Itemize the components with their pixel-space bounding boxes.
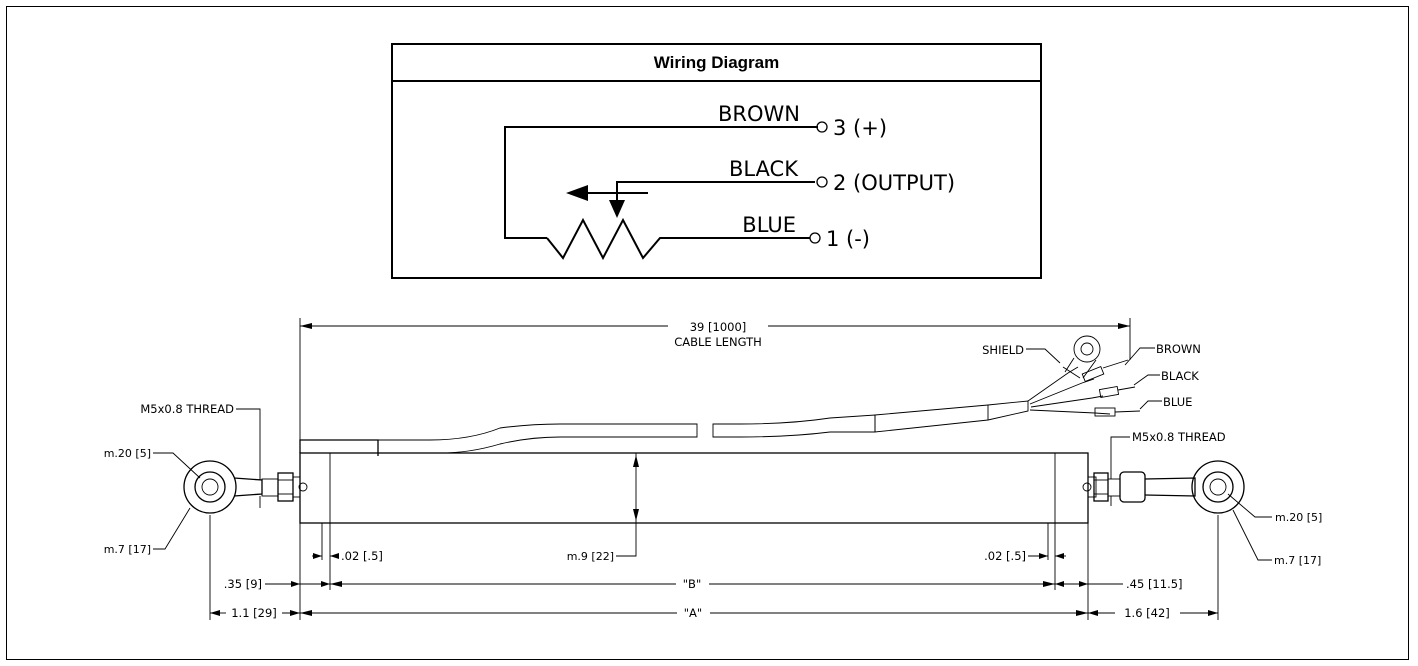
wiring-title-bar: Wiring Diagram [393,45,1040,82]
wiring-diagram-title: Wiring Diagram [653,52,780,72]
wiring-diagram-box: Wiring Diagram [391,43,1042,279]
drawing-frame [6,6,1409,660]
